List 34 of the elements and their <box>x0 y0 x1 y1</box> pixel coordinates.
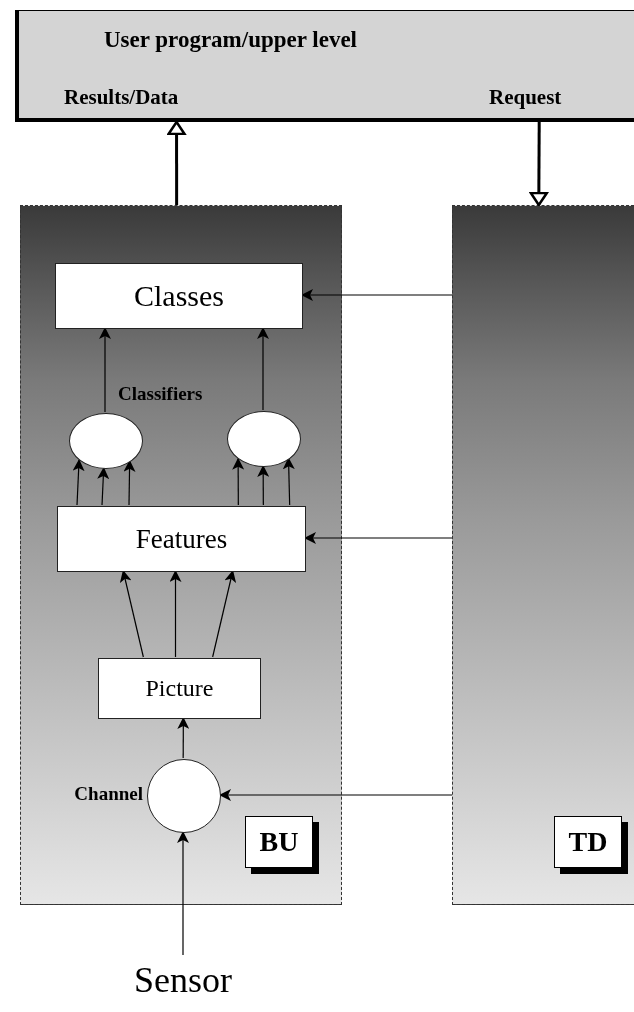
node-caption: Channel <box>74 783 143 805</box>
layer-panel <box>20 205 342 905</box>
badge-text: BU <box>259 826 299 858</box>
node-label: Classes <box>134 279 224 313</box>
arrow <box>232 457 245 506</box>
block-arrow <box>529 122 549 207</box>
arrow <box>304 532 453 544</box>
arrow <box>257 465 270 506</box>
block-arrow <box>167 120 186 205</box>
arrow <box>97 467 110 506</box>
port-label: Results/Data <box>64 85 179 110</box>
process-box <box>55 263 303 329</box>
process-box <box>57 506 306 572</box>
arrow <box>177 831 189 956</box>
layer-panel <box>452 205 634 905</box>
panel-title: User program/upper level <box>104 27 357 53</box>
group-label: Classifiers <box>118 383 203 405</box>
arrow <box>99 327 111 413</box>
arrow <box>301 289 453 301</box>
arrow <box>282 457 295 506</box>
arrow <box>212 570 237 658</box>
node-label: Sensor <box>134 959 232 1001</box>
arrow <box>177 717 190 759</box>
arrow <box>119 570 144 658</box>
node-label: Features <box>135 523 228 555</box>
arrow <box>72 459 85 506</box>
port-label: Request <box>489 85 562 110</box>
process-box <box>98 658 261 719</box>
arrow <box>219 789 453 801</box>
arrow <box>257 327 269 411</box>
badge-text: TD <box>568 826 608 858</box>
program-panel <box>15 10 634 122</box>
arrow <box>169 570 182 658</box>
node-label: Picture <box>145 675 214 702</box>
